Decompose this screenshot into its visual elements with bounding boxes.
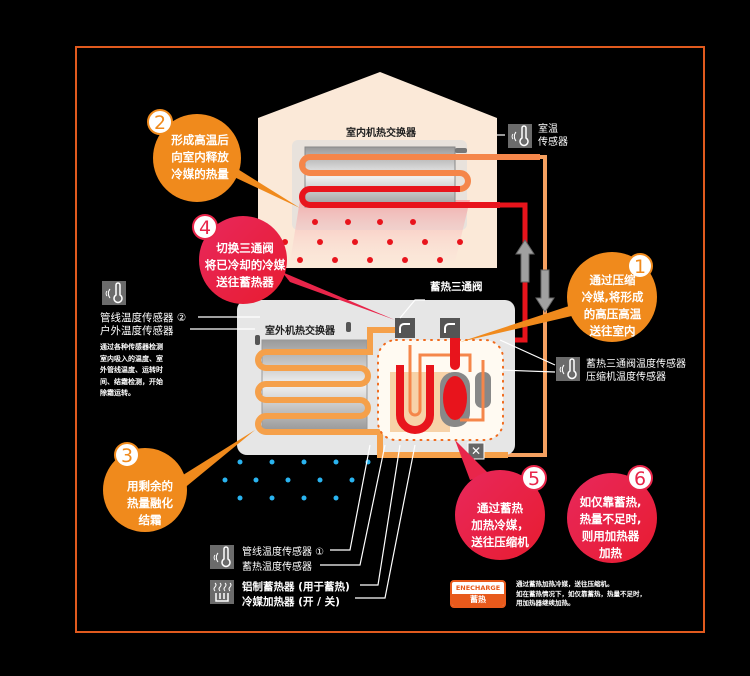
outdoor-exchanger-label: 室外机热交换器 <box>265 326 335 337</box>
bubble-2-tail <box>232 168 300 208</box>
step-badge-5: 5 <box>521 465 547 491</box>
flow-arrow-up <box>515 239 535 283</box>
outdoor-sensor-chip-right <box>346 322 351 332</box>
step-2-text: 形成高温后向室内释放冷媒的热量 <box>171 133 229 181</box>
thermometer-sensor-icon <box>556 357 580 381</box>
bubble-4-tail <box>282 272 395 320</box>
thermometer-sensor-icon <box>508 124 532 148</box>
pipe-sensor-1-label: 管线温度传感器 ① <box>242 547 325 558</box>
bubble-5-tail <box>455 440 490 480</box>
footnote: 通过蓄热加热冷媒，送往压缩机。 如在蓄热情况下，如仅靠蓄热，热量不足时， 用加热… <box>516 580 646 607</box>
step-4-text: 切换三通阀将已冷却的冷媒送往蓄热器 <box>204 241 286 289</box>
storage-temp-sensor-label: 蓄热温度传感器 <box>242 562 312 573</box>
bubble-5 <box>455 470 545 560</box>
three-way-valve-right <box>440 318 460 338</box>
step-6-text: 如仅靠蓄热,热量不足时,则用加热器加热 <box>579 495 642 560</box>
accumulator-pipe <box>460 360 485 422</box>
step-badge-3: 3 <box>114 442 140 468</box>
pipe-sensor-2-label: 管线温度传感器 ② <box>100 312 187 324</box>
valve-sensor-label: 蓄热三通阀温度传感器 <box>586 359 686 370</box>
enecharge-logo: ENECHARGE 蓄热 <box>450 580 506 608</box>
sensor-note: 通过各种传感器检测 室内吸入的温度、室 外管线温度、运转时 间、结霜检测，开始 … <box>100 343 163 397</box>
logo-brand: ENECHARGE <box>455 584 501 592</box>
outdoor-coil-pipe <box>255 327 508 458</box>
step-5-text: 通过蓄热加热冷媒，送往压缩机 <box>471 501 529 549</box>
outdoor-temp-sensor-label: 户外温度传感器 <box>100 325 174 337</box>
room-sensor-label: 室温传感器 <box>538 124 568 148</box>
bubble-1-tail <box>460 305 576 342</box>
step-badge-1: 1 <box>627 253 653 279</box>
indoor-heat-ray <box>290 200 470 262</box>
leader-lines <box>190 134 556 599</box>
indoor-sensor-chip <box>455 148 467 153</box>
storage-u-pipe <box>396 365 434 434</box>
compressor-core <box>443 376 467 420</box>
bubble-3-tail <box>175 430 255 490</box>
bubble-6 <box>567 473 657 563</box>
expansion-valve <box>467 442 485 460</box>
step-3-text: 用剩余的热量融化结霜 <box>127 479 173 527</box>
frost-dots <box>222 459 371 501</box>
heater-icon <box>210 580 234 604</box>
valve-label: 蓄热三通阀 <box>430 281 483 293</box>
bubble-3 <box>103 448 187 532</box>
logo-sub: 蓄热 <box>452 594 504 606</box>
bubble-4 <box>199 216 287 304</box>
svg-text:✕: ✕ <box>471 444 481 458</box>
compressor-top <box>450 330 460 370</box>
indoor-exchanger-label: 室内机热交换器 <box>346 128 416 139</box>
step-badge-4: 4 <box>192 214 218 240</box>
refrigerant-heater-label: 冷媒加热器 (开 / 关) <box>242 596 340 608</box>
step-1-text: 通过压缩冷媒,将形成的高压高温送往室内 <box>581 273 644 338</box>
step-badge-6: 6 <box>627 465 653 491</box>
outdoor-sensor-chip-left <box>255 335 260 345</box>
flow-arrow-down <box>535 269 555 313</box>
outer-frame <box>75 46 705 633</box>
step-badge-2: 2 <box>147 109 173 135</box>
storage-u-pipe-inner <box>408 345 472 417</box>
indoor-coil-hot-pipe <box>299 186 500 208</box>
thermometer-sensor-icon <box>102 281 126 305</box>
indoor-coil-warm-pipe <box>299 154 540 192</box>
aluminum-storage-label: 铝制蓄热器 (用于蓄热) <box>242 581 350 593</box>
indoor-heat-dots <box>282 219 463 263</box>
thermometer-sensor-icon <box>210 545 234 569</box>
three-way-valve-left <box>395 318 415 338</box>
bubble-2 <box>153 114 241 202</box>
compressor-sensor-label: 压缩机温度传感器 <box>586 372 666 383</box>
